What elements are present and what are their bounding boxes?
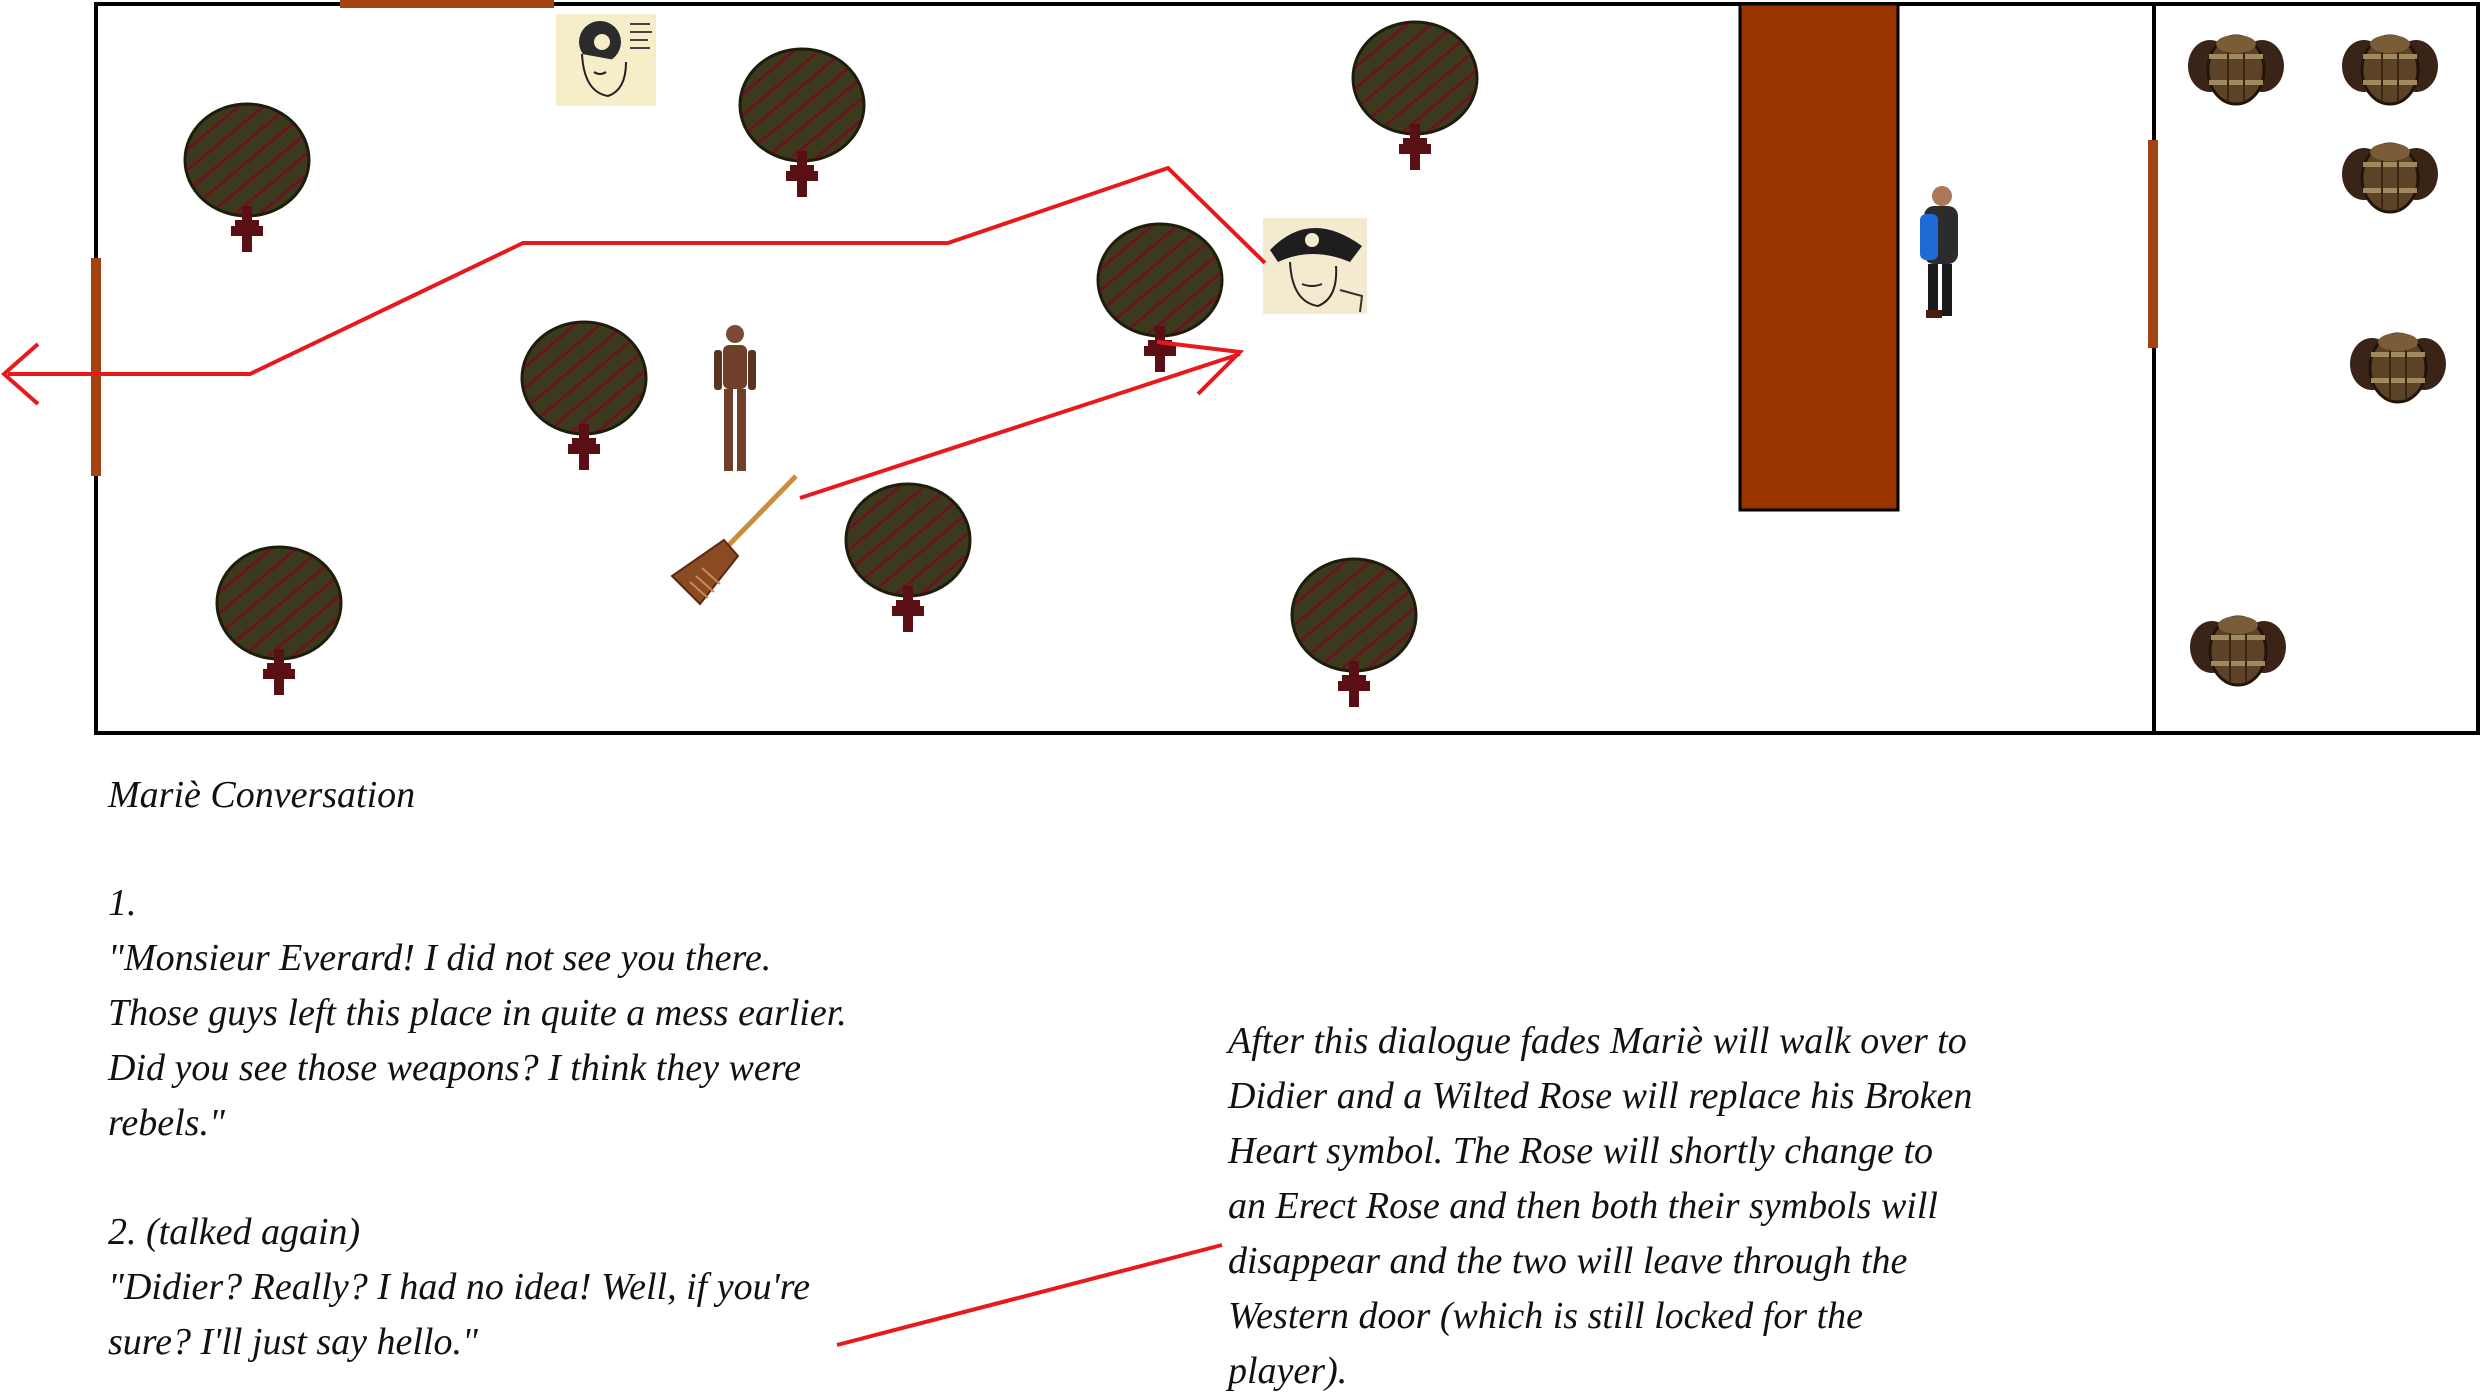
- tree-icon: [738, 47, 866, 199]
- dialogue-1-text: "Monsieur Everard! I did not see you the…: [108, 937, 847, 1144]
- dialogue-2-label: 2. (talked again): [108, 1211, 361, 1253]
- western-door: [91, 258, 101, 476]
- marie-portrait-icon: [556, 14, 656, 106]
- north-door: [340, 0, 554, 8]
- didier-portrait-icon: [1263, 218, 1367, 314]
- tree-icon: [183, 102, 311, 254]
- approach-path-arrowhead: [1156, 340, 1245, 396]
- everard-player-icon: [714, 325, 756, 471]
- barrel-icon: [2340, 141, 2440, 214]
- note-pointer-line: [836, 1243, 1223, 1347]
- barrel-icon: [2186, 33, 2286, 106]
- exit-path-arrowhead: [0, 342, 40, 406]
- approach-path-line: [799, 352, 1241, 500]
- dialogue-2-text: "Didier? Really? I had no idea! Well, if…: [108, 1266, 810, 1363]
- dialogue-1-label: 1.: [108, 882, 137, 924]
- storeroom-door: [2148, 140, 2158, 348]
- tree-icon: [844, 482, 972, 634]
- broom-icon: [670, 474, 798, 606]
- barrel-icon: [2340, 33, 2440, 106]
- tavern-outer-wall: [94, 2, 2480, 735]
- barrel-icon: [2348, 331, 2448, 404]
- tree-icon: [215, 545, 343, 697]
- tree-icon: [1096, 222, 1224, 374]
- tree-icon: [1290, 557, 1418, 709]
- tree-icon: [520, 320, 648, 472]
- bar-counter: [1738, 2, 1900, 512]
- conversation-title: Mariè Conversation: [108, 774, 416, 816]
- tree-icon: [1351, 20, 1479, 172]
- barrel-icon: [2188, 614, 2288, 687]
- bartender-npc-icon: [1920, 186, 1958, 318]
- exit-path-line: [8, 165, 1267, 376]
- scene-note: After this dialogue fades Mariè will wal…: [1228, 1020, 1973, 1392]
